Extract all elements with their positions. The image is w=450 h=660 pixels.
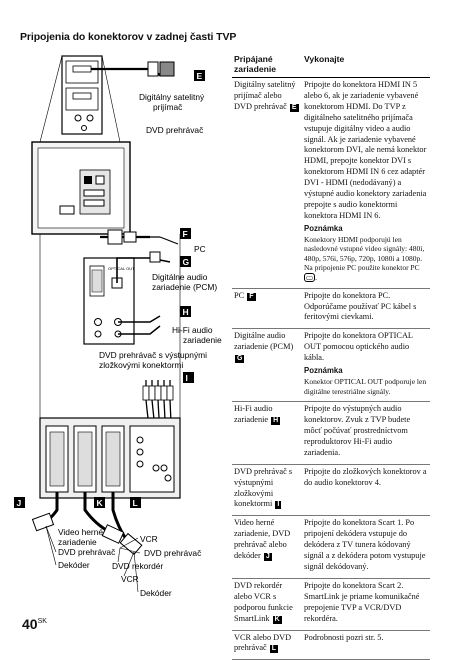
row-device: Video herné zariadenie, DVD prehrávač al…	[234, 518, 291, 561]
tag-l-letter: L	[133, 498, 138, 508]
row-device: VCR alebo DVD prehrávač	[234, 632, 292, 653]
optical-port-label: OPTICAL OUT	[108, 266, 135, 271]
satellite-label: Digitálny satelitný	[139, 92, 205, 102]
tag-f-letter: F	[183, 229, 188, 239]
optical-label: Digitálne audio	[152, 272, 208, 282]
page-number-suffix: SK	[37, 618, 47, 625]
tag-h-letter: H	[183, 307, 189, 317]
row-device: DVD prehrávač s výstupnými zložkovými ko…	[234, 466, 293, 509]
tag-k-letter: K	[97, 498, 104, 508]
dvd-component-label: DVD prehrávač s výstupnými	[99, 350, 207, 360]
dvd-player-label: DVD prehrávač	[146, 125, 203, 135]
row-device: DVD rekordér alebo VCR s podporou funkci…	[234, 580, 293, 623]
l-vcr-label: VCR	[121, 574, 139, 584]
middle-panel: OPTICAL OUT	[83, 257, 135, 345]
videogame-label: Video herné	[58, 527, 103, 537]
table-row: Digitálne audio zariadenie (PCM) G Pripo…	[232, 328, 430, 403]
row-tag: L	[269, 645, 279, 654]
note-text: Konektor OPTICAL OUT podporuje len digit…	[304, 377, 427, 396]
row-action: Pripojte do konektora OPTICAL OUT pomoco…	[304, 331, 413, 363]
pc-port-icon: ▭	[304, 273, 316, 283]
row-tag: H	[271, 417, 281, 426]
row-action: Pripojte do konektora Scart 1. Po pripoj…	[304, 518, 426, 571]
tag-f	[180, 228, 191, 239]
videogame-label-2: zariadenie	[58, 537, 97, 547]
row-action: Pripojte do konektora PC. Odporúčame pou…	[304, 290, 417, 322]
row-tag: K	[272, 615, 282, 624]
tag-j-letter: J	[17, 498, 22, 508]
table-row: Video herné zariadenie, DVD prehrávač al…	[232, 515, 430, 579]
tag-k	[94, 497, 105, 508]
hdmi-panel	[61, 55, 103, 135]
tag-g	[180, 256, 191, 267]
table-row: Hi-Fi audio zariadenie H Pripojte do výs…	[232, 401, 430, 465]
tag-i	[183, 372, 194, 383]
row-device: Digitálny satelitný prijímač alebo DVD p…	[234, 80, 296, 111]
row-action: Pripojte do výstupných audio konektorov.…	[304, 404, 411, 457]
note-title: Poznámka	[304, 366, 343, 376]
row-tag: F	[247, 292, 256, 301]
row-tag: G	[235, 355, 245, 364]
tv-body	[31, 141, 131, 235]
row-action: Pripojte do zložkových konektorov a do a…	[304, 466, 427, 487]
row-device: Digitálne audio zariadenie (PCM)	[234, 331, 294, 352]
table-row: DVD rekordér alebo VCR s podporou funkci…	[232, 578, 430, 631]
row-tag: E	[289, 103, 299, 112]
header-action: Vykonajte	[302, 52, 430, 78]
page-title: Pripojenia do konektorov v zadnej časti …	[20, 31, 237, 43]
scart-panel	[39, 417, 181, 499]
page-number: 40SK	[22, 616, 47, 632]
tag-e	[194, 70, 205, 81]
pc-label: PC	[194, 244, 206, 254]
row-device: Hi-Fi audio zariadenie	[234, 404, 273, 425]
tag-g-letter: G	[183, 257, 190, 267]
tag-i-letter: I	[186, 373, 188, 383]
connections-table: Pripájané zariadenie Vykonajte Digitálny…	[232, 52, 430, 660]
optical-label-2: zariadenie (PCM)	[152, 282, 217, 292]
k-recorder-label: DVD rekordér	[112, 561, 163, 571]
table-row: DVD prehrávač s výstupnými zložkovými ko…	[232, 464, 430, 517]
table-row: Digitálny satelitný prijímač alebo DVD p…	[232, 77, 430, 289]
row-action: Podrobnosti pozri str. 5.	[304, 632, 384, 642]
videogame-dvd-label: DVD prehrávač	[58, 547, 115, 557]
videogame-decoder-label: Dekóder	[58, 560, 90, 570]
hifi-label: Hi-Fi audio	[172, 325, 213, 335]
header-device: Pripájané zariadenie	[232, 52, 302, 78]
row-action: Pripojte do konektora Scart 2. SmartLink…	[304, 580, 420, 623]
tag-e-letter: E	[197, 71, 203, 81]
page-number-value: 40	[22, 616, 38, 632]
row-action: Pripojte do konektora HDMI IN 5 alebo 6,…	[304, 80, 427, 220]
dvd-component-label-2: zložkovými konektormi	[99, 360, 183, 370]
note-text: Konektory HDMI podporujú len nasledovné …	[304, 234, 425, 273]
k-vcr-label: VCR	[140, 534, 158, 544]
row-tag: I	[275, 501, 282, 510]
row-tag: J	[263, 553, 272, 562]
connection-diagram: E Digitálny satelitný prijímač DVD prehr…	[14, 55, 222, 598]
tag-l	[130, 497, 141, 508]
tag-h	[180, 306, 191, 317]
l-decoder-label: Dekóder	[140, 588, 172, 598]
satellite-label-2: prijímač	[153, 102, 182, 112]
note-title: Poznámka	[304, 223, 343, 233]
k-dvd-label: DVD prehrávač	[144, 548, 201, 558]
hifi-label-2: zariadenie	[183, 335, 222, 345]
row-device: PC	[234, 290, 245, 300]
table-row: VCR alebo DVD prehrávač L Podrobnosti po…	[232, 630, 430, 660]
tag-j	[14, 497, 25, 508]
table-row: PC F Pripojte do konektora PC. Odporúčam…	[232, 288, 430, 330]
